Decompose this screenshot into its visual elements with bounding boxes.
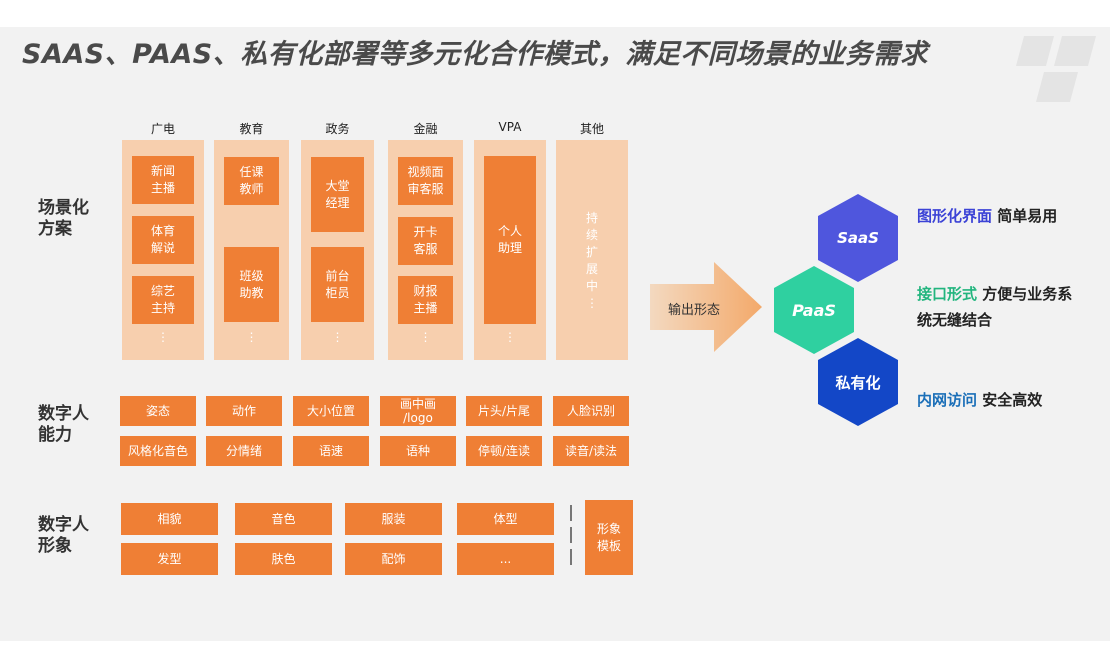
paas-rest: 方便与业务系 (977, 285, 1073, 303)
ability-box: 停顿/连读 (466, 436, 542, 466)
image-box: ... (457, 543, 554, 575)
ability-box: 姿态 (120, 396, 196, 426)
column-head: 政务 (325, 122, 350, 136)
more-dots: ⋮ (245, 330, 258, 344)
image-box: 肤色 (235, 543, 332, 575)
scenario-item: 新闻 主播 (132, 156, 194, 204)
row-label-image: 数字人 形象 (38, 515, 89, 556)
divider (570, 505, 572, 521)
image-box: 服装 (345, 503, 442, 535)
more-dots: ⋮ (157, 330, 169, 344)
image-box: 配饰 (345, 543, 442, 575)
ability-box: 读音/读法 (553, 436, 629, 466)
more-dots: ⋮ (419, 330, 432, 344)
output-label: 输出形态 (668, 303, 721, 318)
saas-description: 图形化界面 简单易用 (917, 203, 1057, 229)
divider (570, 549, 572, 565)
scenario-item: 前台 柜员 (311, 247, 364, 322)
saas-rest: 简单易用 (992, 207, 1058, 225)
ability-box: 人脸识别 (553, 396, 629, 426)
column-head: VPA (498, 120, 522, 134)
scenario-item: 视频面 审客服 (398, 157, 453, 205)
ability-box: 风格化音色 (120, 436, 196, 466)
private-rest: 安全高效 (977, 391, 1043, 409)
paas-hexagon: PaaS (774, 266, 854, 354)
ability-box: 动作 (206, 396, 282, 426)
row-label-ability: 数字人 能力 (38, 404, 89, 445)
ability-box: 语速 (293, 436, 369, 466)
paas-rest2: 统无缝结合 (917, 311, 993, 329)
image-box: 体型 (457, 503, 554, 535)
column-head: 广电 (150, 122, 175, 136)
paas-description: 接口形式 方便与业务系 统无缝结合 (917, 281, 1072, 333)
scenario-item: 班级 助教 (224, 247, 279, 322)
ability-box: 大小位置 (293, 396, 369, 426)
private-description: 内网访问 安全高效 (917, 387, 1042, 413)
scenario-item: 个人 助理 (484, 156, 536, 324)
paas-highlight: 接口形式 (917, 285, 978, 303)
ability-box: 分情绪 (206, 436, 282, 466)
page-title: SAAS、PAAS、私有化部署等多元化合作模式，满足不同场景的业务需求 (22, 39, 928, 70)
image-box: 相貌 (121, 503, 218, 535)
output-arrow (650, 262, 762, 352)
private-highlight: 内网访问 (917, 391, 978, 409)
ability-box: 画中画 /logo (380, 396, 456, 426)
saas-highlight: 图形化界面 (917, 207, 993, 225)
column-head: 教育 (239, 122, 264, 136)
scenario-item: 任课 教师 (224, 157, 279, 205)
private-label: 私有化 (834, 374, 880, 392)
scenario-item: 综艺 主持 (132, 276, 194, 324)
scenario-item: 大堂 经理 (311, 157, 364, 232)
divider (570, 527, 572, 543)
expanding-note: 持 续 扩 展 中 ⋮ (585, 211, 598, 310)
private-hexagon: 私有化 (818, 338, 898, 426)
saas-label: SaaS (837, 229, 879, 247)
image-box: 发型 (121, 543, 218, 575)
column-head: 其他 (579, 122, 604, 136)
row-label-scenario: 场景化 方案 (38, 198, 89, 239)
column-head: 金融 (413, 122, 438, 136)
ability-box: 片头/片尾 (466, 396, 542, 426)
image-box: 音色 (235, 503, 332, 535)
template-box: 形象 模板 (585, 500, 633, 575)
scenario-item: 财报 主播 (398, 276, 453, 324)
more-dots: ⋮ (504, 330, 516, 344)
scenario-column (556, 140, 628, 360)
paas-label: PaaS (792, 301, 836, 320)
scenario-item: 体育 解说 (132, 216, 194, 264)
saas-hexagon: SaaS (818, 194, 898, 282)
scenario-item: 开卡 客服 (398, 217, 453, 265)
more-dots: ⋮ (331, 330, 344, 344)
ability-box: 语种 (380, 436, 456, 466)
